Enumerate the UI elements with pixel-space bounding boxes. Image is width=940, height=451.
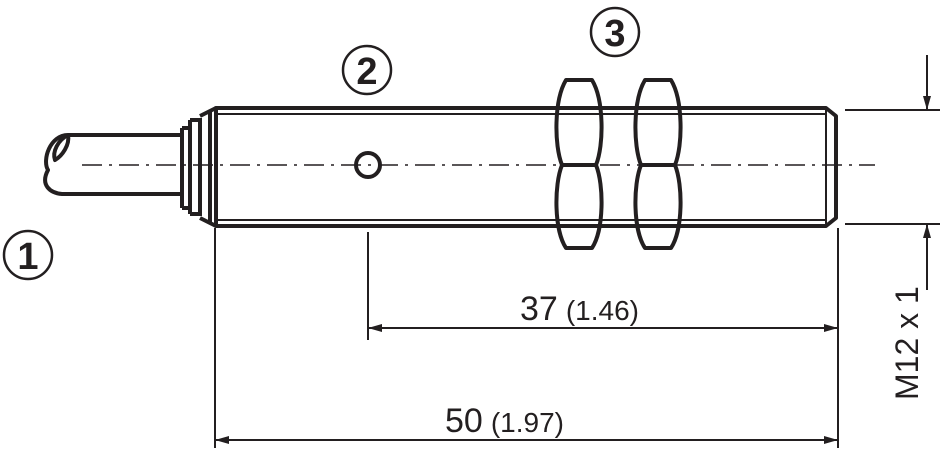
nut: [633, 78, 683, 250]
extension-lines: [214, 109, 940, 448]
cable: [43, 133, 182, 196]
svg-text:3: 3: [604, 13, 625, 55]
nut: [554, 78, 604, 250]
sensor-body: [214, 106, 838, 228]
svg-text:1: 1: [17, 236, 38, 278]
dimension-50-label: 50(1.97): [445, 402, 564, 440]
callout-1: 1: [2, 229, 54, 281]
thread-size-label: M12 x 1: [889, 286, 925, 400]
rear-thread: [180, 106, 217, 228]
dimension-37-label: 37(1.46): [520, 290, 639, 328]
callout-2: 2: [341, 44, 393, 96]
svg-text:2: 2: [356, 51, 377, 93]
callout-3: 3: [589, 6, 641, 58]
